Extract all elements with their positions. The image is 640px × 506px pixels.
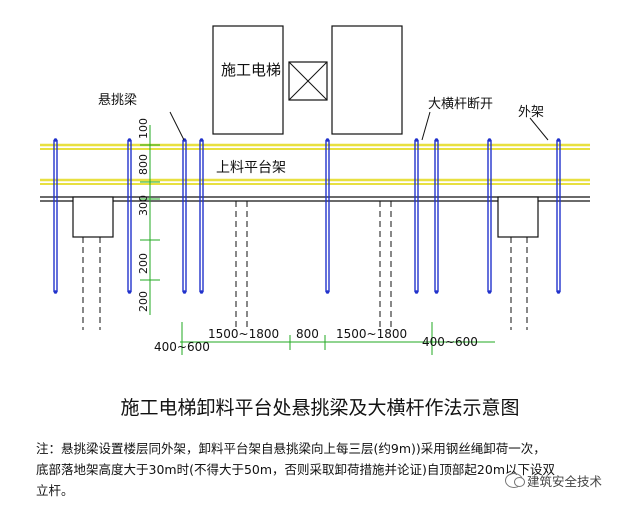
note-line-3: 立杆。 (36, 483, 74, 498)
dim-h-400a: 400~600 (154, 340, 210, 354)
post-cap (53, 138, 58, 142)
dim-h-1500a: 1500~1800 (208, 327, 279, 341)
ledger-bars (40, 143, 590, 185)
post-foot (434, 290, 439, 294)
post-foot (127, 290, 132, 294)
elevator-label: 施工电梯 (221, 61, 281, 79)
post-foot (487, 290, 492, 294)
post-foot (53, 290, 58, 294)
dim-v-200b: 200 (137, 291, 150, 312)
post-cap (199, 138, 204, 142)
platform-frame-label: 上料平台架 (216, 160, 286, 176)
post-cap (434, 138, 439, 142)
pier-left (72, 196, 114, 330)
post-foot (182, 290, 187, 294)
dim-v-100: 100 (137, 118, 150, 139)
note-line-2: 底部落地架高度大于30m时(不得大于50m，否则采取卸荷措施并论证)自顶部起20… (36, 462, 556, 477)
cantilever-beam-label: 悬挑梁 (98, 93, 137, 108)
post-cap (127, 138, 132, 142)
watermark-text: 建筑安全技术 (527, 474, 603, 489)
dim-v-300: 300 (137, 195, 150, 216)
note-block: 注：悬挑梁设置楼层同外架，卸料平台架自悬挑梁向上每三层(约9m))采用钢丝绳卸荷… (36, 438, 626, 501)
post-cap (414, 138, 419, 142)
elevator-cabin-left (212, 25, 284, 135)
post-foot (556, 290, 561, 294)
scaffold-posts (53, 138, 561, 294)
scaffold-diagram: 施工电梯 (40, 25, 590, 355)
post-cap (487, 138, 492, 142)
post-cap (556, 138, 561, 142)
wechat-icon (505, 473, 525, 488)
dashed-columns (235, 201, 392, 330)
post-foot (199, 290, 204, 294)
dim-v-200a: 200 (137, 253, 150, 274)
watermark: 建筑安全技术 (505, 471, 602, 490)
leader-lines (169, 111, 549, 141)
elevator-mast (288, 61, 328, 101)
elevator-cabin-right (331, 25, 403, 135)
dim-h-400b: 400~600 (422, 335, 478, 349)
dim-v-800: 800 (137, 154, 150, 175)
post-foot (414, 290, 419, 294)
dim-h-800: 800 (296, 327, 319, 341)
post-foot (325, 290, 330, 294)
pier-right (497, 196, 539, 330)
diagram-caption: 施工电梯卸料平台处悬挑梁及大横杆作法示意图 (120, 397, 520, 419)
note-line-1: 注：悬挑梁设置楼层同外架，卸料平台架自悬挑梁向上每三层(约9m))采用钢丝绳卸荷… (36, 441, 546, 456)
dim-h-1500b: 1500~1800 (336, 327, 407, 341)
ledger-break-label: 大横杆断开 (428, 97, 493, 112)
outer-scaffold-label: 外架 (518, 105, 544, 120)
dimension-lines (140, 125, 495, 355)
post-cap (325, 138, 330, 142)
